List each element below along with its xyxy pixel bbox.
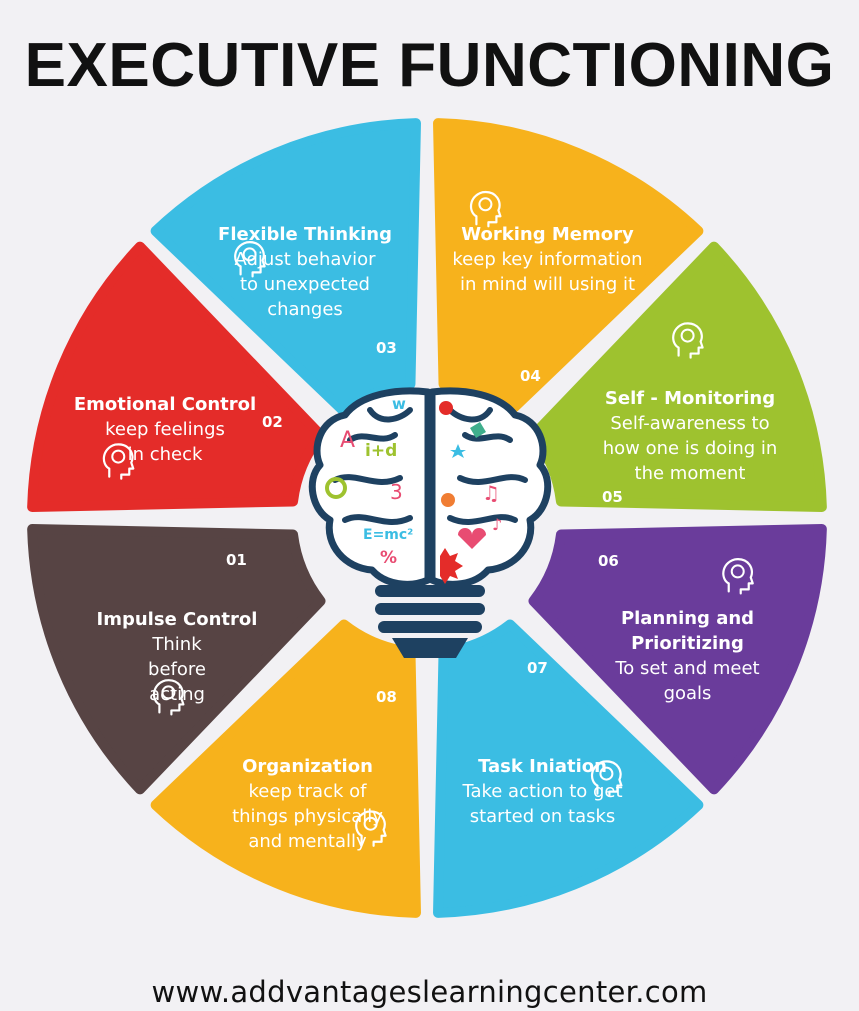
monitor-person-icon bbox=[672, 322, 704, 359]
segment-title: Organization bbox=[242, 756, 373, 777]
doodle-w: w bbox=[392, 395, 406, 413]
segment-flexible-thinking: Flexible Thinking Adjust behavior to une… bbox=[190, 222, 420, 322]
segment-description: Self-awareness to how one is doing in th… bbox=[602, 413, 778, 484]
svg-text:♫: ♫ bbox=[482, 481, 500, 505]
segment-number: 01 bbox=[226, 551, 247, 569]
page-title: EXECUTIVE FUNCTIONING bbox=[24, 31, 835, 100]
doodle-a: A bbox=[340, 428, 356, 453]
head-emotions-icon bbox=[102, 443, 135, 480]
segment-number: 02 bbox=[262, 413, 283, 431]
segment-shape-emotional-control bbox=[27, 241, 326, 512]
doodle-i-plus-d: i+d bbox=[365, 441, 398, 461]
segment-title: Emotional Control bbox=[73, 394, 257, 415]
segment-description: keep feelings in check bbox=[105, 419, 225, 465]
website-url: www.addvantageslearningcenter.com bbox=[151, 975, 708, 1009]
segment-title: Task Iniation bbox=[478, 756, 607, 777]
brain-icon bbox=[355, 810, 387, 847]
head-brain-icon bbox=[469, 191, 502, 228]
segment-description: Take action to get started on tasks bbox=[462, 781, 623, 827]
doodle-emc2: E=mc² bbox=[363, 527, 414, 543]
svg-text:♪: ♪ bbox=[492, 515, 502, 534]
segment-title: Planning and Prioritizing bbox=[620, 608, 755, 654]
segment-description: keep track of things physically and ment… bbox=[232, 781, 383, 852]
segment-impulse-control: Impulse Control Think before acting bbox=[72, 607, 282, 707]
segment-number: 08 bbox=[376, 688, 397, 706]
segment-title: Impulse Control bbox=[96, 609, 258, 630]
segment-shape-impulse-control bbox=[27, 524, 326, 795]
segment-title: Self - Monitoring bbox=[604, 388, 776, 409]
lightbulb-brain-icon bbox=[591, 760, 623, 797]
segment-shape-self-monitoring bbox=[528, 241, 827, 512]
doodle-3: 3 bbox=[390, 480, 403, 504]
segment-number: 07 bbox=[527, 659, 548, 677]
head-gears-icon bbox=[152, 679, 185, 716]
segment-number: 04 bbox=[520, 367, 541, 385]
segment-number: 06 bbox=[598, 552, 619, 570]
segment-task-initiation: Task Iniation Take action to get started… bbox=[445, 754, 640, 829]
segment-self-monitoring: Self - Monitoring Self-awareness to how … bbox=[590, 386, 790, 486]
segment-description: Adjust behavior to unexpected changes bbox=[234, 249, 376, 320]
segment-title: Flexible Thinking bbox=[218, 224, 392, 245]
segment-description: Think before acting bbox=[148, 634, 206, 705]
segment-shape-task-initiation bbox=[433, 619, 704, 918]
segment-shape-planning-prioritizing bbox=[528, 524, 827, 795]
segment-shape-organization bbox=[150, 619, 421, 918]
segment-emotional-control: Emotional Control keep feelings in check bbox=[60, 392, 270, 467]
segment-title: Working Memory bbox=[461, 224, 634, 245]
segment-organization: Organization keep track of things physic… bbox=[210, 754, 405, 854]
head-brain-icon bbox=[234, 241, 266, 278]
doodle-percent: % bbox=[380, 548, 398, 568]
segment-number: 03 bbox=[376, 339, 397, 357]
segment-planning-prioritizing: Planning and Prioritizing To set and mee… bbox=[595, 606, 780, 706]
segment-number: 05 bbox=[602, 488, 623, 506]
segment-description: keep key information in mind will using … bbox=[452, 249, 643, 295]
head-lightbulb-icon bbox=[722, 558, 754, 595]
segment-description: To set and meet goals bbox=[615, 658, 760, 704]
brain-lightbulb-icon: ♫ ♪ bbox=[308, 387, 552, 658]
segment-working-memory: Working Memory keep key information in m… bbox=[440, 222, 655, 297]
